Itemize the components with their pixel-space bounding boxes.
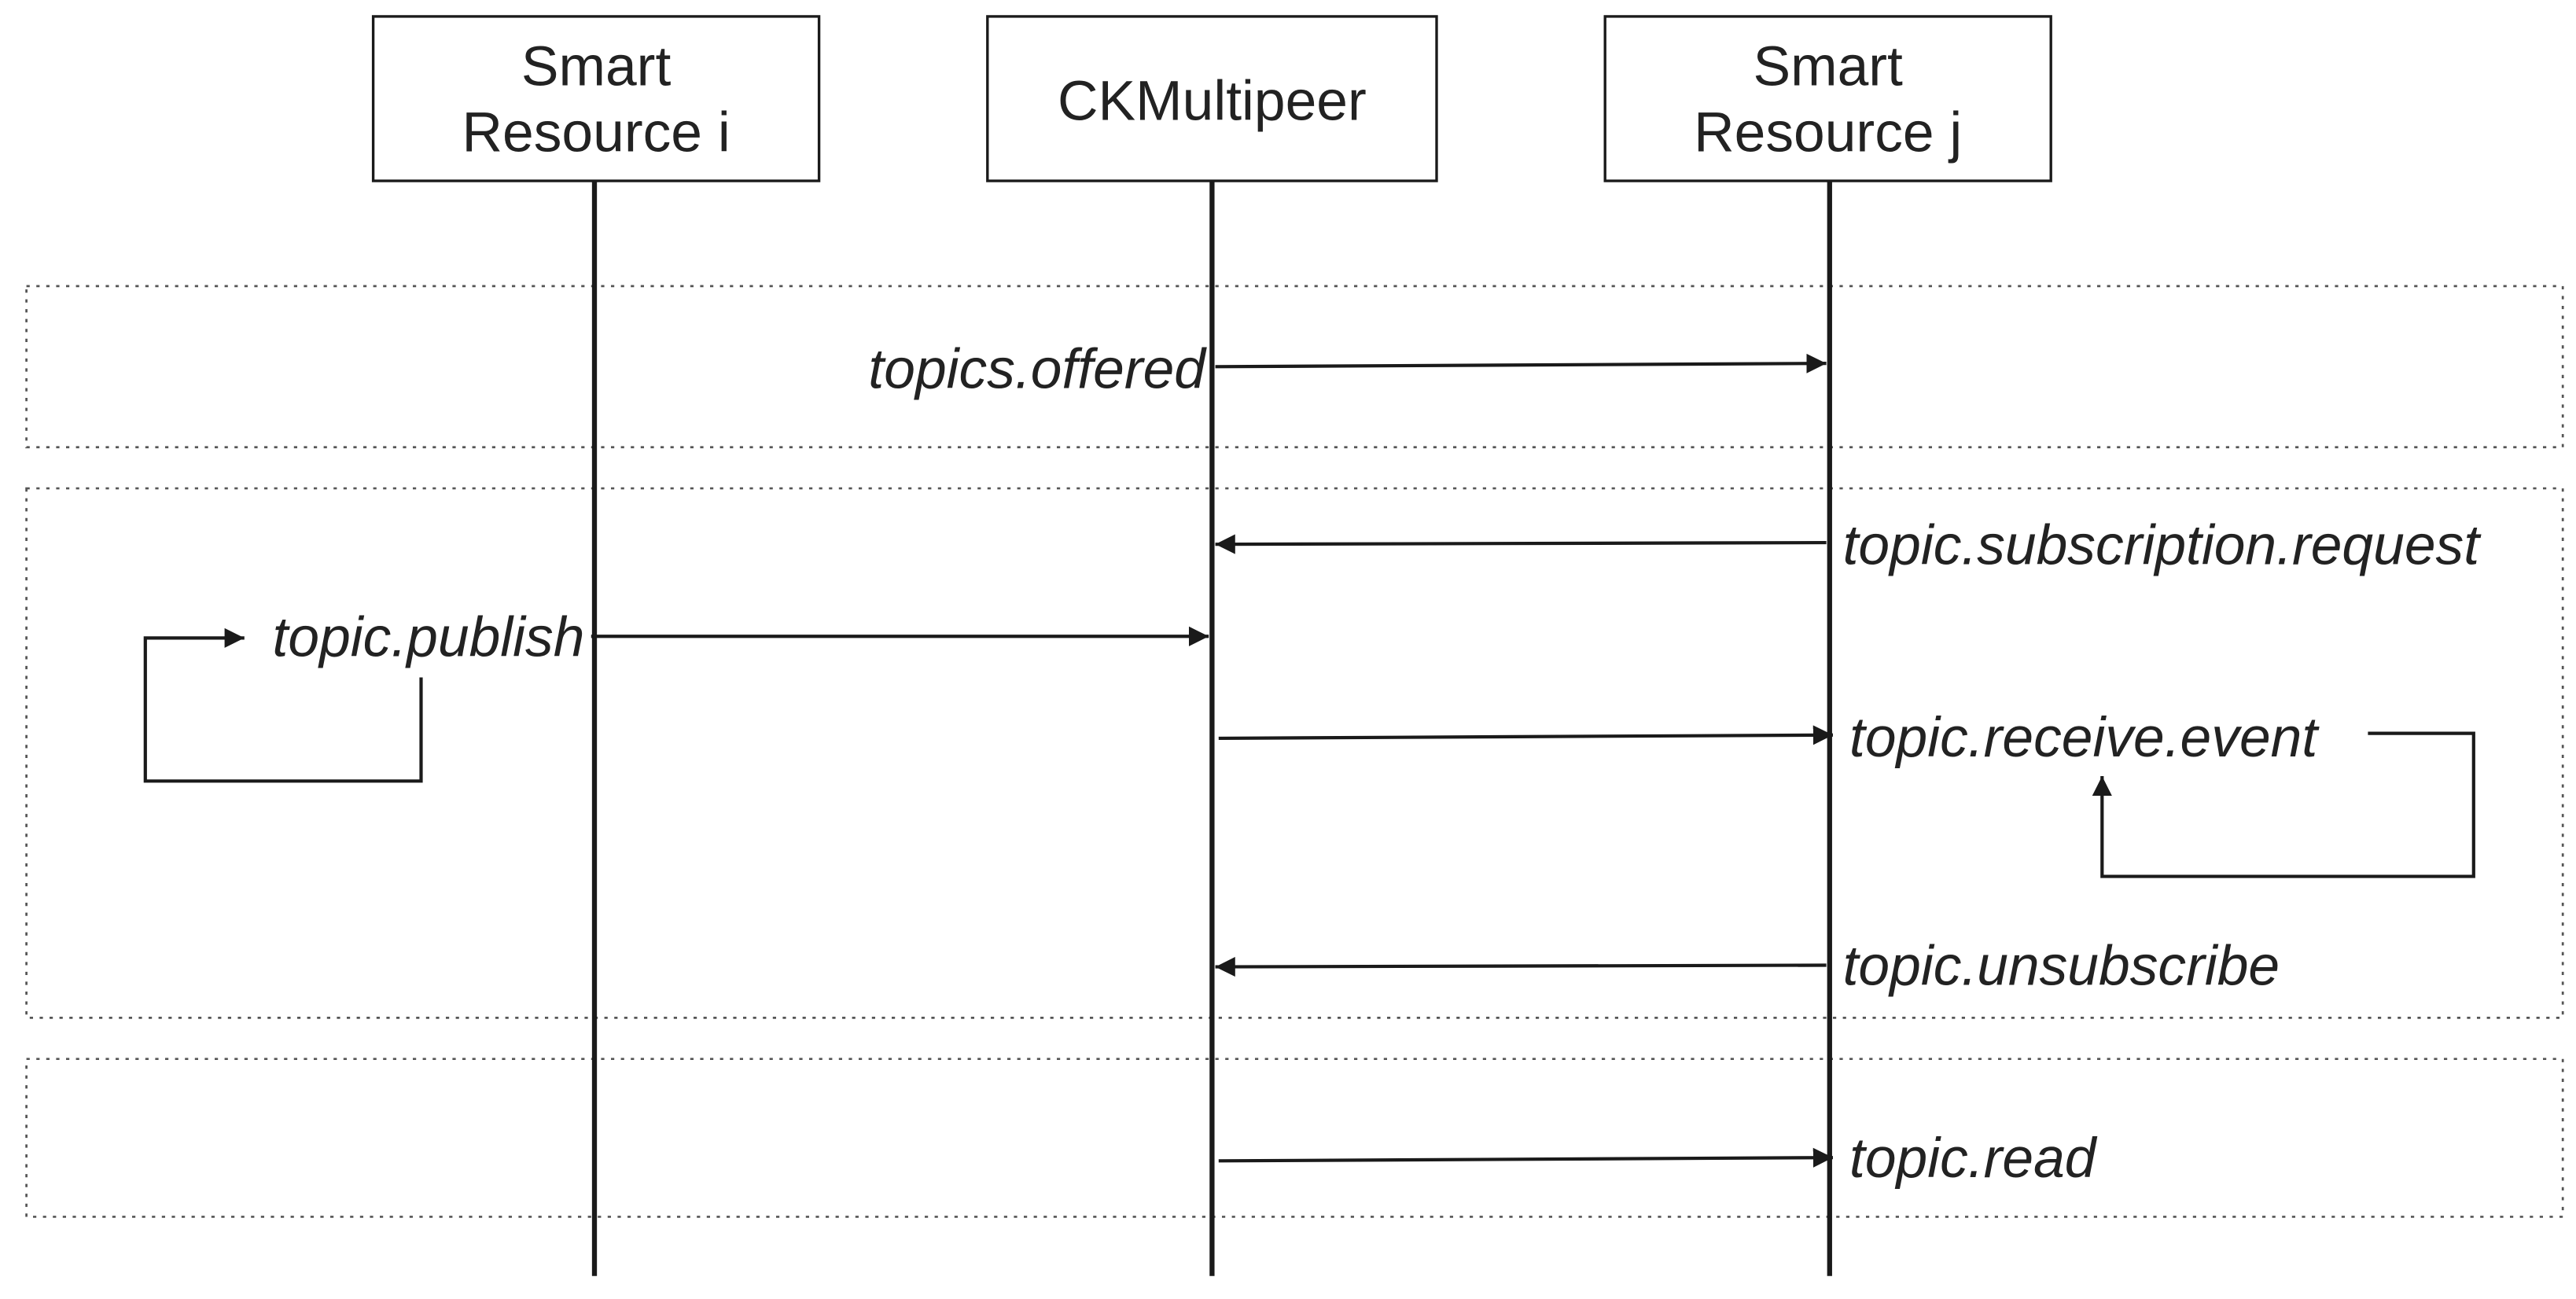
message-label: topic.subscription.request — [1843, 514, 2482, 576]
participant-ckmultipeer: CKMultipeer — [986, 15, 1438, 182]
message-topic-read: topic.read — [1218, 1128, 2098, 1190]
message-label: topic.publish — [273, 606, 585, 668]
message-label: topics.offered — [868, 339, 1207, 401]
message-topic-receive-event: topic.receive.event — [1218, 707, 2475, 878]
fragment-frame-read — [25, 1058, 2564, 1218]
message-label: topic.unsubscribe — [1843, 936, 2280, 998]
message-label: topic.read — [1849, 1128, 2098, 1190]
fragment-frame-subscription — [25, 487, 2564, 1019]
message-topic-subscription-request: topic.subscription.request — [1215, 514, 2482, 576]
message-topics-offered: topics.offered — [868, 339, 1827, 401]
self-loop-arrow — [2092, 731, 2475, 878]
message-topic-unsubscribe: topic.unsubscribe — [1215, 936, 2280, 998]
participant-label: CKMultipeer — [1058, 71, 1367, 133]
participant-label-line-2: Resource j — [1694, 102, 1962, 164]
participant-smart-resource-i: Smart Resource i — [371, 15, 821, 182]
message-label: topic.receive.event — [1849, 707, 2320, 769]
participant-label-line-1: Smart — [521, 36, 672, 98]
fragment-frame-offer — [25, 285, 2564, 449]
participant-label-line-1: Smart — [1754, 36, 1904, 98]
self-loop-arrow — [143, 627, 423, 783]
message-topic-publish: topic.publish — [143, 606, 1209, 783]
participant-smart-resource-j: Smart Resource j — [1603, 15, 2052, 182]
participant-label-line-2: Resource i — [462, 102, 730, 164]
